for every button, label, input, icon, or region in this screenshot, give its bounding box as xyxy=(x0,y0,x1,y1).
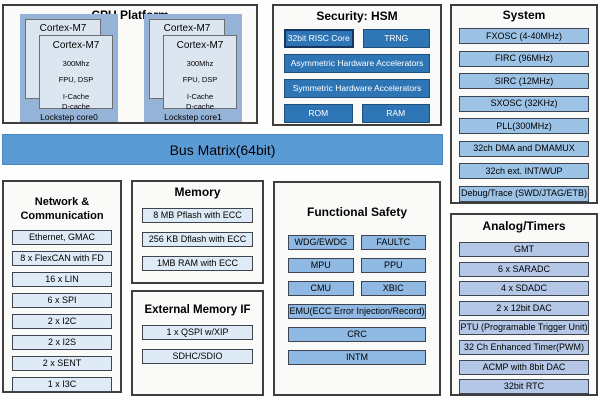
memory-item-pflash: 8 MB Pflash with ECC xyxy=(142,208,253,223)
safety-item-mpu: MPU xyxy=(288,258,354,273)
memory-item-ram: 1MB RAM with ECC xyxy=(142,256,253,271)
memory-item-dflash: 256 KB Dflash with ECC xyxy=(142,232,253,247)
network-communication-title: Network & Communication xyxy=(12,195,112,224)
analog-item-gmt: GMT xyxy=(459,242,589,257)
memory-title: Memory xyxy=(174,185,221,199)
system-panel: System FXOSC (4-40MHz) FIRC (96MHz) SIRC… xyxy=(450,4,598,204)
network-item-i3c: 1 x I3C xyxy=(12,376,112,392)
network-item-flexcan: 8 x FlexCAN with FD xyxy=(12,250,112,266)
external-memory-if-title: External Memory IF xyxy=(144,304,251,316)
system-item-sirc: SIRC (12MHz) xyxy=(459,73,589,89)
lockstep-core0-block: Cortex-M7 Cortex-M7 300Mhz FPU, DSP I-Ca… xyxy=(20,14,118,122)
cortex-m7-box: Cortex-M7 300Mhz FPU, DSP I-Cache D-cach… xyxy=(163,35,237,111)
hsm-row-4: ROM RAM xyxy=(284,104,430,123)
core-clock: 300Mhz xyxy=(62,58,90,68)
analog-item-enhanced-timer: 32 Ch Enhanced Timer(PWM) xyxy=(459,339,589,355)
core-clock: 300Mhz xyxy=(186,58,214,68)
network-item-lin: 16 x LIN xyxy=(12,271,112,287)
system-item-dma: 32ch DMA and DMAMUX xyxy=(459,140,589,157)
analog-item-ptu: PTU (Programable Trigger Unit) xyxy=(459,320,589,336)
core-fpu-dsp: FPU, DSP xyxy=(58,75,94,84)
network-item-i2s: 2 x I2S xyxy=(12,334,112,350)
external-memory-item-qspi: 1 x QSPI w/XIP xyxy=(142,325,253,340)
system-item-debug-trace: Debug/Trace (SWD/JTAG/ETB) xyxy=(459,185,589,202)
cortex-m7-shadow-label: Cortex-M7 xyxy=(39,23,87,34)
security-hsm-title: Security: HSM xyxy=(316,9,398,23)
network-item-spi: 6 x SPI xyxy=(12,292,112,308)
network-title-line1: Network & xyxy=(34,196,90,208)
hsm-risc-core-block: 32bit RISC Core xyxy=(284,29,354,48)
hsm-symmetric-accelerators-block: Symmetric Hardware Accelerators xyxy=(284,79,430,98)
system-item-firc: FIRC (96MHz) xyxy=(459,50,589,67)
core-title: Cortex-M7 xyxy=(176,40,224,51)
safety-item-faultc: FAULTC xyxy=(360,235,426,250)
safety-item-cmu: CMU xyxy=(288,281,354,296)
hsm-rom-block: ROM xyxy=(284,104,353,123)
core-dcache: D-cache xyxy=(186,102,214,111)
core-icache: I-Cache xyxy=(186,91,214,101)
system-title: System xyxy=(502,8,546,22)
analog-timers-panel: Analog/Timers GMT 6 x SARADC 4 x SDADC 2… xyxy=(450,213,598,396)
hsm-row-1: 32bit RISC Core TRNG xyxy=(284,29,430,48)
network-item-ethernet: Ethernet, GMAC xyxy=(12,229,112,245)
hsm-asymmetric-accelerators-block: Asymmetric Hardware Accelerators xyxy=(284,54,430,73)
cpu-platform-panel: CPU Platform Cortex-M7 Cortex-M7 300Mhz … xyxy=(2,4,258,124)
core-title: Cortex-M7 xyxy=(52,40,100,51)
core-dcache: D-cache xyxy=(62,102,90,111)
lockstep-core1-caption: Lockstep core1 xyxy=(164,112,222,122)
system-item-pll: PLL(300MHz) xyxy=(459,118,589,134)
safety-item-emu: EMU(ECC Error Injection/Record) xyxy=(288,304,426,319)
cortex-m7-box: Cortex-M7 300Mhz FPU, DSP I-Cache D-cach… xyxy=(39,35,113,111)
external-memory-if-panel: External Memory IF 1 x QSPI w/XIP SDHC/S… xyxy=(131,290,264,396)
external-memory-item-sdhc: SDHC/SDIO xyxy=(142,349,253,364)
functional-safety-title: Functional Safety xyxy=(306,205,407,219)
safety-row-1: WDG/EWDG FAULTC xyxy=(288,235,426,250)
network-item-i2c: 2 x I2C xyxy=(12,313,112,329)
core-fpu-dsp: FPU, DSP xyxy=(182,75,218,84)
core-icache: I-Cache xyxy=(62,91,90,101)
safety-item-xbic: XBIC xyxy=(360,281,426,296)
safety-row-2: MPU PPU xyxy=(288,258,426,273)
hsm-trng-block: TRNG xyxy=(362,29,430,48)
safety-row-3: CMU XBIC xyxy=(288,281,426,296)
lockstep-core1-block: Cortex-M7 Cortex-M7 300Mhz FPU, DSP I-Ca… xyxy=(144,14,242,122)
security-hsm-panel: Security: HSM 32bit RISC Core TRNG Asymm… xyxy=(272,4,442,126)
analog-item-12bit-dac: 2 x 12bit DAC xyxy=(459,300,589,316)
safety-item-ppu: PPU xyxy=(360,258,426,273)
functional-safety-panel: Functional Safety WDG/EWDG FAULTC MPU PP… xyxy=(273,181,441,396)
analog-item-rtc: 32bit RTC xyxy=(459,379,589,395)
network-communication-panel: Network & Communication Ethernet, GMAC 8 … xyxy=(2,180,122,393)
safety-item-intm: INTM xyxy=(288,350,426,365)
hsm-ram-block: RAM xyxy=(361,104,430,123)
memory-panel: Memory 8 MB Pflash with ECC 256 KB Dflas… xyxy=(131,180,264,284)
network-title-line2: Communication xyxy=(20,210,104,223)
analog-item-acmp: ACMP with 8bit DAC xyxy=(459,359,589,375)
system-item-sxosc: SXOSC (32KHz) xyxy=(459,95,589,112)
cortex-m7-shadow-label: Cortex-M7 xyxy=(163,23,211,34)
lockstep-core0-caption: Lockstep core0 xyxy=(40,112,98,122)
network-item-sent: 2 x SENT xyxy=(12,355,112,371)
analog-item-saradc: 6 x SARADC xyxy=(459,261,589,277)
system-item-int-wup: 32ch ext. INT/WUP xyxy=(459,163,589,179)
system-item-fxosc: FXOSC (4-40MHz) xyxy=(459,28,589,44)
safety-item-crc: CRC xyxy=(288,327,426,342)
analog-timers-title: Analog/Timers xyxy=(482,219,566,233)
bus-matrix-bar: Bus Matrix(64bit) xyxy=(2,134,443,165)
analog-item-sdadc: 4 x SDADC xyxy=(459,281,589,297)
safety-item-wdg: WDG/EWDG xyxy=(288,235,354,250)
